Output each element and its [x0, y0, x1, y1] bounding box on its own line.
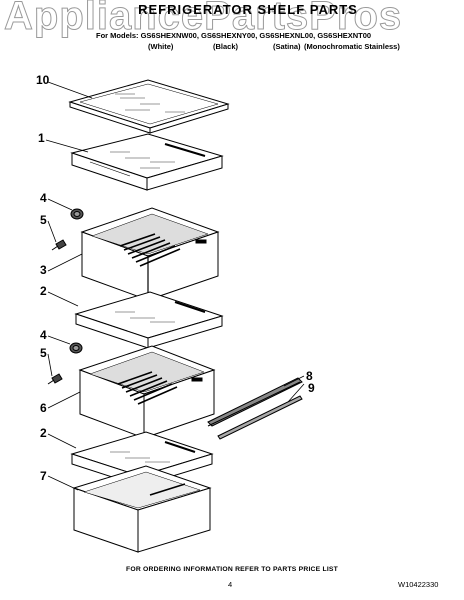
ordering-note: FOR ORDERING INFORMATION REFER TO PARTS …	[125, 566, 339, 573]
model-list: For Models: GS6SHEXNW00, GS6SHEXNY00, GS…	[96, 31, 372, 40]
part-9-slide-rail	[217, 395, 303, 440]
callout-3: 3	[40, 263, 47, 277]
color-monochromatic-label: (Monochromatic Stainless)	[304, 42, 400, 51]
part-1-shelf-frame	[70, 133, 224, 191]
callout-4: 4	[40, 191, 47, 205]
callout-2: 2	[40, 426, 47, 440]
part-4-cap-lower	[69, 342, 83, 354]
part-6-crisper-drawer	[78, 345, 216, 439]
part-3-crisper-drawer	[80, 207, 220, 301]
callout-2: 2	[40, 284, 47, 298]
callout-8: 8	[306, 369, 313, 383]
color-black-label: (Black)	[213, 42, 239, 51]
callout-7: 7	[40, 469, 47, 483]
callout-9: 9	[308, 381, 315, 395]
part-5-screw-upper	[51, 239, 67, 251]
part-10-glass-shelf	[68, 79, 230, 134]
callout-10: 10	[36, 73, 50, 87]
part-7-pan-drawer	[72, 465, 212, 553]
callout-5: 5	[40, 213, 47, 227]
callout-4: 4	[40, 328, 47, 342]
color-satina-label: (Satina)	[273, 42, 301, 51]
callout-5: 5	[40, 346, 47, 360]
page-title: REFRIGERATOR SHELF PARTS	[138, 2, 358, 17]
part-8-slide-rail	[207, 377, 303, 427]
color-white-label: (White)	[148, 42, 174, 51]
document-number: W10422330	[398, 580, 439, 589]
callout-1: 1	[38, 131, 45, 145]
page-number: 4	[228, 580, 233, 589]
callout-6: 6	[40, 401, 47, 415]
part-2-shelf-middle	[74, 291, 224, 349]
part-5-screw-lower	[47, 373, 63, 385]
part-4-cap-upper	[70, 208, 84, 220]
